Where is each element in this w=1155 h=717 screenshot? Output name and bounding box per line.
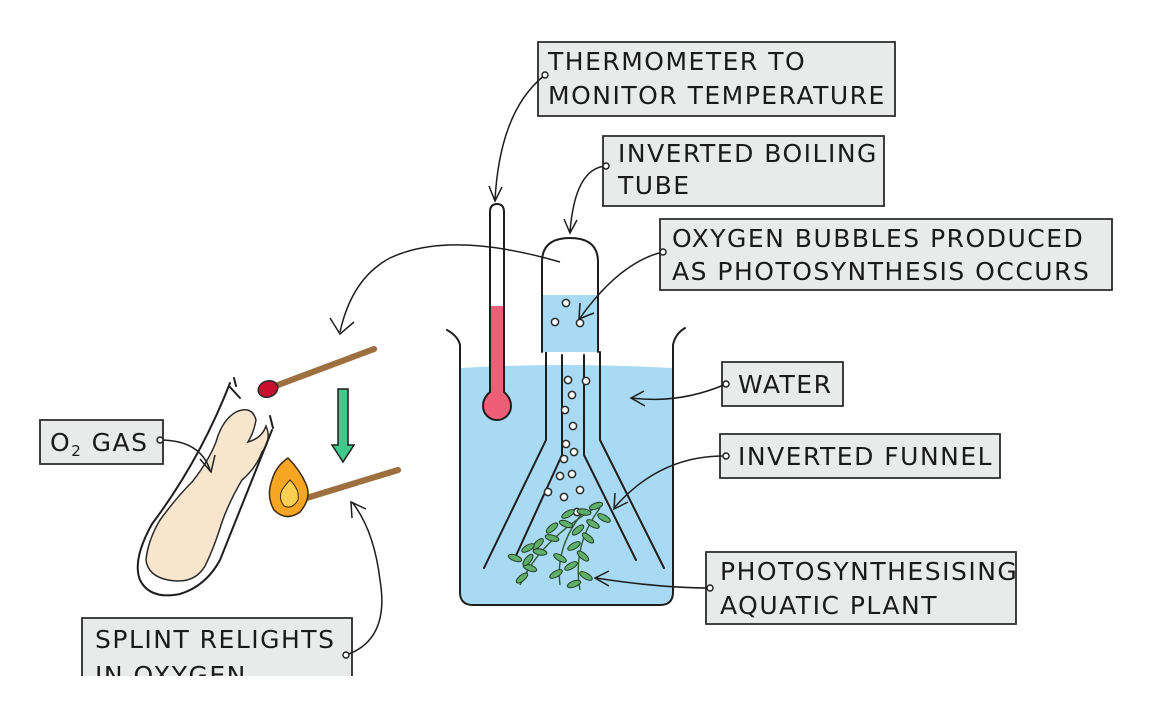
label-thermometer-line2: MONITOR TEMPERATURE (548, 81, 886, 110)
beaker-outline (446, 327, 686, 606)
label-oxygen-bubbles: OXYGEN BUBBLES PRODUCED AS PHOTOSYNTHESI… (578, 218, 1113, 321)
splint-unlit (257, 345, 378, 399)
beaker (446, 327, 686, 606)
thermometer-liquid (483, 306, 511, 420)
label-thermometer: THERMOMETER TO MONITOR TEMPERATURE (488, 41, 896, 203)
match-head (257, 379, 279, 399)
transfer-arrow (339, 244, 561, 333)
test-tube-outline (136, 377, 274, 597)
label-water: WATER (629, 361, 844, 407)
label-o2-gas-text: O2 GAS (50, 428, 149, 460)
thermometer-outline (482, 203, 512, 421)
label-aquatic-plant-line2: AQUATIC PLANT (720, 591, 938, 620)
test-tube (136, 377, 274, 597)
bottom-crop (0, 676, 1155, 717)
inverted-funnel (483, 351, 665, 569)
splint-lit (268, 457, 402, 518)
label-inverted-funnel: INVERTED FUNNEL (613, 433, 1001, 511)
tube-outline (541, 237, 599, 353)
down-arrow-icon (330, 388, 356, 464)
label-aquatic-plant: PHOTOSYNTHESISING AQUATIC PLANT (593, 551, 1018, 625)
beaker-water (461, 365, 672, 604)
label-boiling-tube-line2: TUBE (617, 171, 691, 200)
label-aquatic-plant-line1: PHOTOSYNTHESISING (720, 557, 1018, 586)
label-inverted-funnel-text: INVERTED FUNNEL (738, 442, 993, 471)
label-oxygen-bubbles-line1: OXYGEN BUBBLES PRODUCED (672, 224, 1084, 253)
label-boiling-tube: INVERTED BOILING TUBE (563, 135, 885, 235)
aquatic-plant (507, 501, 611, 591)
label-thermometer-line1: THERMOMETER TO (547, 47, 806, 76)
label-oxygen-bubbles-line2: AS PHOTOSYNTHESIS OCCURS (672, 257, 1090, 286)
label-boiling-tube-line1: INVERTED BOILING (618, 139, 878, 168)
oxygen-bubbles (543, 298, 591, 517)
label-o2-gas: O2 GAS (39, 419, 216, 474)
label-water-text: WATER (738, 370, 832, 399)
label-splint-line1: SPLINT RELIGHTS (95, 625, 335, 654)
flame-inner (279, 479, 299, 508)
tube-water (542, 295, 598, 352)
thermometer (482, 203, 512, 421)
inverted-boiling-tube (541, 237, 599, 353)
oxygen-gas (145, 409, 269, 582)
